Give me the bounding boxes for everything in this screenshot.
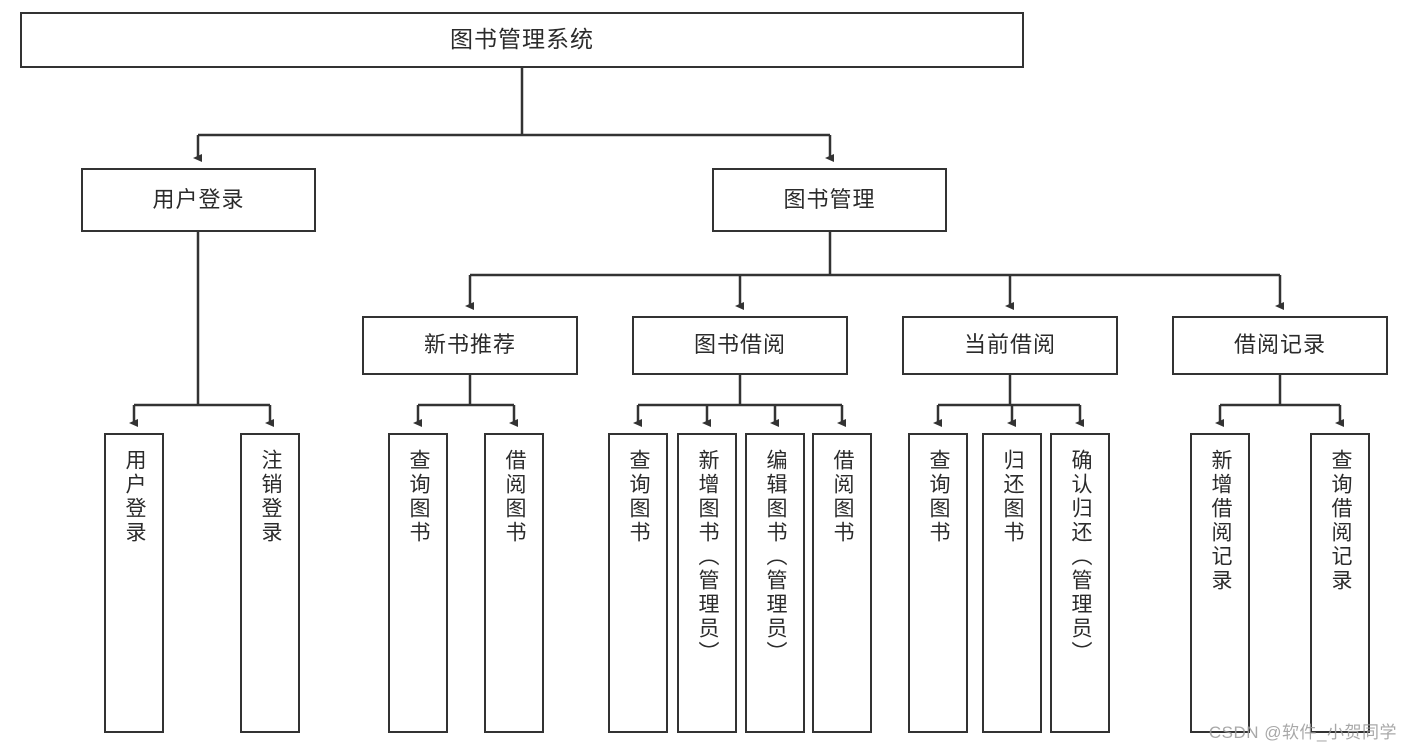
leaf-node-label: 用户登录 (123, 449, 147, 545)
leaf-node[interactable]: 借阅图书 (484, 433, 544, 733)
node-book-management-label: 图书管理 (783, 186, 876, 212)
leaf-node-label: 查询借阅记录 (1329, 449, 1353, 593)
leaf-node[interactable]: 确认归还（管理员） (1050, 433, 1110, 733)
node-new-book-recommend-label: 新书推荐 (423, 332, 516, 358)
node-root-label: 图书管理系统 (450, 26, 594, 53)
leaf-node-label: 新增借阅记录 (1209, 449, 1233, 593)
leaf-node[interactable]: 查询图书 (388, 433, 448, 733)
leaf-node[interactable]: 查询借阅记录 (1310, 433, 1370, 733)
node-root[interactable]: 图书管理系统 (20, 12, 1024, 68)
node-current-borrow[interactable]: 当前借阅 (902, 316, 1118, 375)
node-borrow-record[interactable]: 借阅记录 (1172, 316, 1388, 375)
leaf-node[interactable]: 编辑图书（管理员） (745, 433, 805, 733)
leaf-node-label: 查询图书 (407, 449, 431, 545)
leaf-node-label: 借阅图书 (831, 449, 855, 545)
node-book-borrow[interactable]: 图书借阅 (632, 316, 848, 375)
leaf-node-label: 借阅图书 (503, 449, 527, 545)
leaf-node[interactable]: 归还图书 (982, 433, 1042, 733)
leaf-node[interactable]: 新增借阅记录 (1190, 433, 1250, 733)
leaf-node[interactable]: 查询图书 (608, 433, 668, 733)
node-current-borrow-label: 当前借阅 (963, 332, 1056, 358)
node-user-login[interactable]: 用户登录 (81, 168, 316, 232)
leaf-node[interactable]: 用户登录 (104, 433, 164, 733)
leaf-node[interactable]: 新增图书（管理员） (677, 433, 737, 733)
leaf-node-label: 查询图书 (627, 449, 651, 545)
leaf-node-label: 归还图书 (1001, 449, 1025, 545)
leaf-node[interactable]: 借阅图书 (812, 433, 872, 733)
node-book-management[interactable]: 图书管理 (712, 168, 947, 232)
node-book-borrow-label: 图书借阅 (693, 332, 786, 358)
node-new-book-recommend[interactable]: 新书推荐 (362, 316, 578, 375)
leaf-node[interactable]: 注销登录 (240, 433, 300, 733)
leaf-node-label: 查询图书 (927, 449, 951, 545)
leaf-node-label: 新增图书（管理员） (696, 449, 720, 665)
node-user-login-label: 用户登录 (152, 186, 245, 212)
node-borrow-record-label: 借阅记录 (1233, 332, 1326, 358)
leaf-node-label: 确认归还（管理员） (1069, 449, 1093, 665)
leaf-node-label: 注销登录 (259, 449, 283, 545)
watermark: CSDN @软件_小贺同学 (1208, 723, 1397, 742)
leaf-node-label: 编辑图书（管理员） (764, 449, 788, 665)
leaf-node[interactable]: 查询图书 (908, 433, 968, 733)
